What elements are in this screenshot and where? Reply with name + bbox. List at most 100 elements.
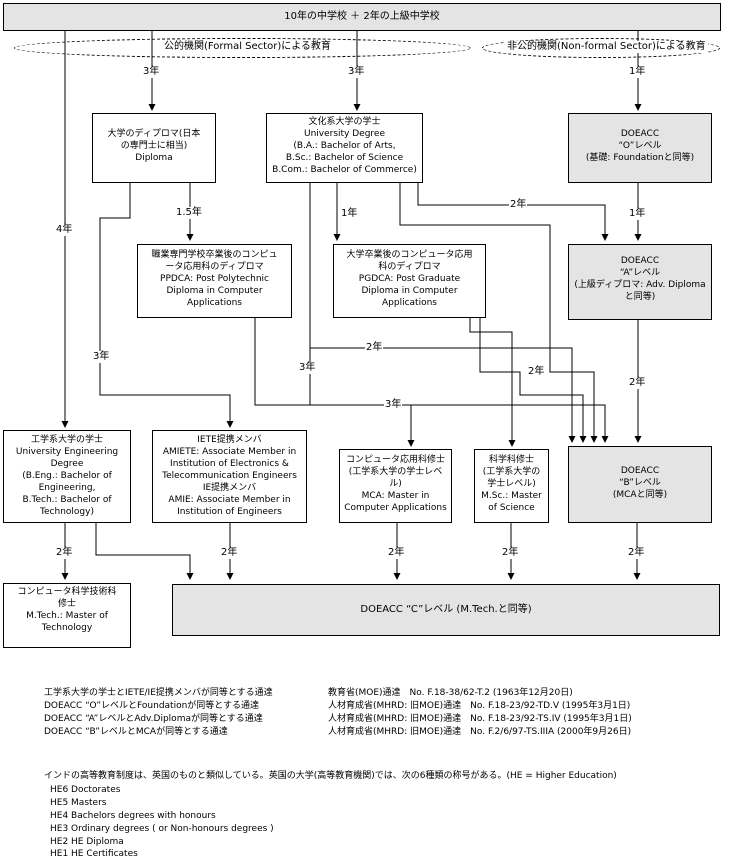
arrow-pgdca-doeacc-b [479,318,587,443]
duration-label: 3年 [142,66,161,78]
duration-label: 2年 [387,547,406,559]
footer-intro: インドの高等教育制度は、英国のものと類似している。英国の大学(高等教育機関)では… [44,771,617,781]
text: MCA: Master in [361,491,430,501]
text: Applications [382,298,437,308]
text: Technology [41,623,93,633]
text: ータ応用科のディプロマ [165,262,264,272]
text: Institution of Electronics & [170,459,289,469]
text: 工学系大学の学士 [30,435,103,445]
text: 学士レベル) [487,479,536,489]
duration-label: 1年 [628,208,647,220]
text: “O”レベル [618,141,662,151]
text: “B”レベル [619,478,661,488]
text: コンピュータ応用科修士 [345,455,445,465]
box-eng-degree: 工学系大学の学士 University Engineering Degree (… [3,430,131,523]
footer-level: HE4 Bachelors degrees with honours [50,811,216,821]
text: と同等) [624,292,656,302]
arrow-arts-doeacc-b-1 [399,183,598,443]
text: Diploma in Computer [361,286,458,296]
box-msc: 科学科修士 (工学系大学の 学士レベル) M.Sc.: Master of Sc… [474,449,549,523]
footer-level: HE6 Doctorates [50,785,121,795]
text: Diploma [135,153,173,163]
text: 科のディプロマ [378,262,441,272]
text: B.Tech.: Bachelor of [22,495,112,505]
box-mca: コンピュータ応用科修士 (工学系大学の学士レベ ル) MCA: Master i… [339,449,452,523]
arrow-ppdca-doeacc-b [254,318,609,443]
text: B.Com.: Bachelor of Commerce) [272,165,417,175]
note-right: 教育省(MOE)通達 No. F.18-38/62-T.2 (1963年12月2… [328,688,573,698]
duration-label: 3年 [92,351,111,363]
text: 大学のディプロマ(日本 [107,129,201,139]
duration-label: 2年 [365,342,384,354]
text: (B.A.: Bachelor of Arts, [293,141,396,151]
box-doeacc-b: DOEACC “B”レベル (MCAと同等) [568,446,712,523]
box-iete: IETE提携メンバ AMIETE: Associate Member in In… [152,430,307,523]
arrow-arts-doeacc-a [417,183,609,241]
arrow-diploma-iete [99,183,234,428]
text: Institution of Engineers [177,507,282,517]
duration-label: 3年 [298,362,317,374]
nonformal-sector-label: 非公的機関(Non-formal Sector)による教育 [505,41,708,53]
text: B.Sc.: Bachelor of Science [285,153,404,163]
duration-label: 2年 [55,547,74,559]
duration-label: 2年 [627,547,646,559]
text: 修士 [57,599,76,609]
text: 文化系大学の学士 [308,117,381,127]
text: “A”レベル [619,268,661,278]
text: (MCAと同等) [612,490,668,500]
note-left: DOEACC “B”レベルとMCAが同等とする通達 [44,727,228,737]
duration-label: 2年 [628,377,647,389]
note-left: DOEACC “O”レベルとFoundationが同等とする通達 [44,701,260,711]
text: AMIE: Associate Member in [168,495,291,505]
box-mtech: コンピュータ科学技術科 修士 M.Tech.: Master of Techno… [3,583,131,648]
formal-sector-ellipse [14,38,471,58]
text: University Engineering [15,447,119,457]
text: University Degree [303,129,386,139]
text: Engineering, [38,483,96,493]
box-doeacc-c: DOEACC “C”レベル (M.Tech.と同等) [172,584,720,636]
text: (上級ディプロマ: Adv. Diploma [574,280,706,290]
duration-label: 3年 [347,66,366,78]
text: Computer Applications [344,503,447,513]
footer-level: HE1 HE Certificates [50,849,138,859]
duration-label: 2年 [527,366,546,378]
note-right: 人材育成省(MHRD: 旧MOE)通達 No. F.18-23/92-TD.V … [328,701,631,711]
text: 大学卒業後のコンピュータ応用 [346,250,473,260]
footer-level: HE2 HE Diploma [50,837,124,847]
text: (基礎: Foundationと同等) [585,153,695,163]
text: M.Sc.: Master [481,491,542,501]
text: Technology) [40,507,94,517]
text: Degree [50,459,84,469]
duration-label: 1年 [340,208,359,220]
arrow-pgdca-msc [469,318,516,447]
text: IE提携メンバ [202,483,257,493]
text: IETE提携メンバ [197,435,262,445]
duration-label: 1年 [628,66,647,78]
duration-label: 3年 [384,399,403,411]
text: コンピュータ科学技術科 [17,587,117,597]
notes-left-column: 工学系大学の学士とIETE/IE提携メンバが同等とする通達 DOEACC “O”… [44,687,273,739]
text: 科学科修士 [488,455,534,465]
notes-right-column: 教育省(MOE)通達 No. F.18-38/62-T.2 (1963年12月2… [328,687,632,739]
text: (工学系大学の学士レベ [348,467,443,477]
text: DOEACC [620,256,660,266]
text: PGDCA: Post Graduate [358,274,461,284]
note-left: 工学系大学の学士とIETE/IE提携メンバが同等とする通達 [44,688,273,698]
text: DOEACC [620,466,660,476]
duration-label: 2年 [509,199,528,211]
duration-label: 2年 [220,547,239,559]
note-right: 人材育成省(MHRD: 旧MOE)通達 No. F.18-23/92-TS.IV… [328,714,632,724]
box-doeacc-o: DOEACC “O”レベル (基礎: Foundationと同等) [568,113,712,183]
box-doeacc-a: DOEACC “A”レベル (上級ディプロマ: Adv. Diploma と同等… [568,244,712,320]
arrow-eng-doeacc-c [95,523,194,580]
text: Telecommunication Engineers [162,471,297,481]
formal-sector-label: 公的機関(Formal Sector)による教育 [162,41,333,53]
text: 職業専門学校卒業後のコンピュ [151,250,278,260]
text: ル) [389,479,402,489]
nonformal-sector-ellipse [482,38,720,58]
text: M.Tech.: Master of [26,611,108,621]
text: AMIETE: Associate Member in [162,447,297,457]
box-arts-degree: 文化系大学の学士 University Degree (B.A.: Bachel… [266,113,423,183]
duration-label: 2年 [501,547,520,559]
